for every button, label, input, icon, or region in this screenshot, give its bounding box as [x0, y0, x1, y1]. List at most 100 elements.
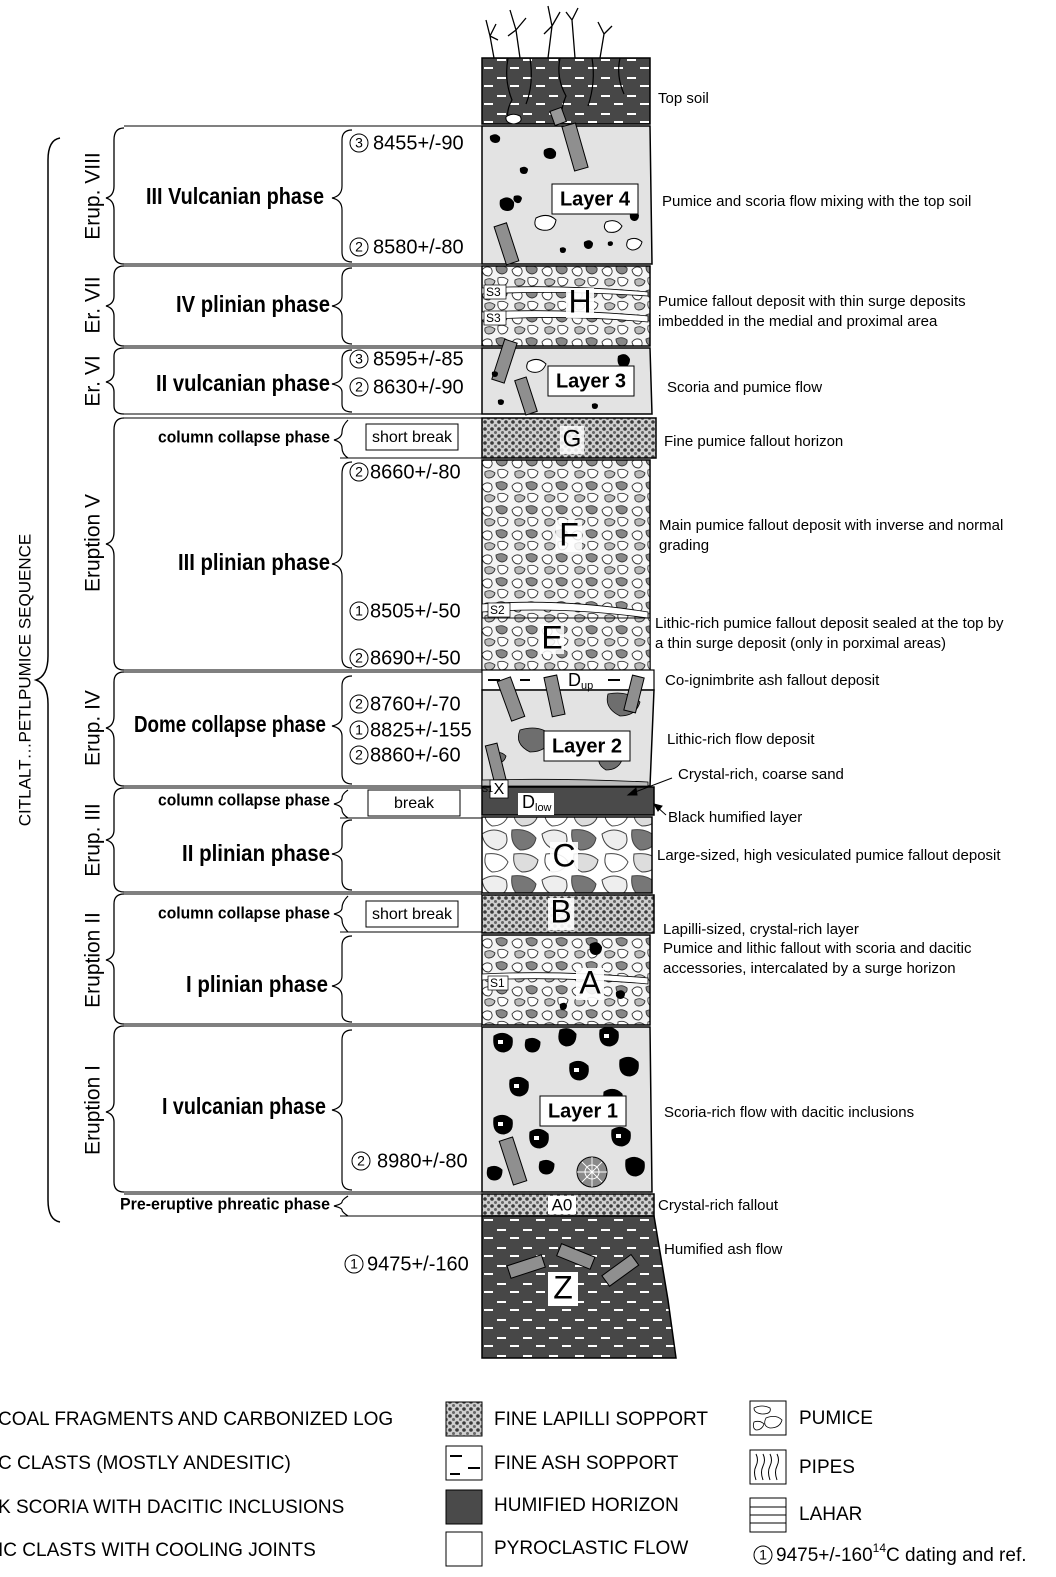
- unit-letter: H: [568, 283, 591, 319]
- surge-label: S3: [486, 285, 501, 299]
- phase-label: column collapse phase: [158, 903, 330, 922]
- date-ref: 2: [355, 464, 363, 480]
- phase-label: III plinian phase: [178, 549, 330, 575]
- legend: COAL FRAGMENTS AND CARBONIZED LOG C CLAS…: [0, 1401, 1027, 1566]
- date-value: 8760+/-70: [370, 693, 461, 715]
- date-value: 8580+/-80: [373, 236, 464, 258]
- date-value: 8860+/-60: [370, 744, 461, 766]
- phase-label: I vulcanian phase: [162, 1093, 326, 1119]
- unit-letter: G: [563, 425, 582, 452]
- description: Large-sized, high vesiculated pumice fal…: [657, 847, 1001, 864]
- eruption-label: Eruption I: [82, 1065, 105, 1155]
- legend-label: PUMICE: [799, 1408, 873, 1429]
- description: Top soil: [658, 90, 709, 107]
- date-ref: 2: [355, 650, 363, 666]
- legend-label: LAHAR: [799, 1504, 862, 1525]
- description: Pumice and scoria flow mixing with the t…: [662, 193, 971, 210]
- phase-rules: [124, 126, 482, 1216]
- eruption-label: Eruption II: [82, 912, 105, 1008]
- legend-label: COAL FRAGMENTS AND CARBONIZED LOG: [0, 1409, 393, 1430]
- unit-letter: C: [552, 837, 575, 873]
- dates: 3 8455+/-90 2 8580+/-80 3 8595+/-85 2 8630+/…: [345, 132, 472, 1275]
- description: Lithic-rich flow deposit: [667, 731, 815, 748]
- description: a thin surge deposit (only in porximal a…: [655, 635, 946, 652]
- date-value: 8630+/-90: [373, 376, 464, 398]
- date-value: 8505+/-50: [370, 600, 461, 622]
- unit-letter: A0: [552, 1195, 573, 1214]
- eruption-label: Eruption V: [82, 494, 105, 592]
- date-ref: 3: [355, 351, 363, 367]
- pipes-icon: [750, 1450, 786, 1484]
- legend-label: C CLASTS (MOSTLY ANDESITIC): [0, 1453, 291, 1474]
- dating-legend-text: 9475+/-16014C dating and ref.: [776, 1541, 1027, 1566]
- phase-label: column collapse phase: [158, 427, 330, 446]
- surge-label: S1: [490, 976, 505, 990]
- unit-letter: F: [559, 516, 579, 552]
- phase-label: III Vulcanian phase: [146, 183, 324, 209]
- break-label: break: [394, 795, 435, 812]
- unit-letter: B: [550, 893, 571, 929]
- cooling-joint-clast-icon: [577, 1157, 607, 1187]
- layer-label: Layer 1: [548, 1100, 618, 1122]
- sequence-brace: [36, 138, 60, 1222]
- phase-braces: [332, 130, 352, 1216]
- date-value: 8980+/-80: [377, 1150, 468, 1172]
- date-value: 8825+/-155: [370, 719, 472, 741]
- date-ref: 2: [355, 379, 363, 395]
- sequence-label: CITLALT…PETLPUMICE SEQUENCE: [15, 534, 34, 827]
- description: Main pumice fallout deposit with inverse…: [659, 517, 1003, 534]
- eruption-braces: [106, 128, 124, 1192]
- description: Crystal-rich, coarse sand: [678, 766, 844, 783]
- description: Fine pumice fallout horizon: [664, 433, 843, 450]
- date-ref: 1: [350, 1256, 358, 1272]
- date-ref: 1: [355, 722, 363, 738]
- fine-ash-icon: [446, 1446, 482, 1480]
- unit-letter: X: [494, 781, 505, 798]
- description: Black humified layer: [668, 809, 802, 826]
- date-value: 8455+/-90: [373, 132, 464, 154]
- date-ref: 2: [355, 696, 363, 712]
- date-value: 8595+/-85: [373, 348, 464, 370]
- dating-legend-ref: 1: [759, 1547, 767, 1563]
- pumice-icon: [750, 1401, 786, 1435]
- legend-label: HUMIFIED HORIZON: [494, 1495, 679, 1516]
- phase-label: column collapse phase: [158, 790, 330, 809]
- eruption-label: Erup. VIII: [82, 152, 105, 240]
- layer-label: Layer 4: [560, 188, 631, 210]
- description: Lapilli-sized, crystal-rich layer: [663, 921, 859, 938]
- legend-label: IC CLASTS WITH COOLING JOINTS: [0, 1540, 316, 1561]
- description: Humified ash flow: [664, 1241, 783, 1258]
- date-ref: 1: [355, 603, 363, 619]
- unit-letter: Z: [553, 1269, 573, 1305]
- description: Co-ignimbrite ash fallout deposit: [665, 672, 880, 689]
- surge-label: S2: [490, 603, 505, 617]
- description: Pumice fallout deposit with thin surge d…: [658, 293, 966, 310]
- break-label: short break: [372, 429, 453, 446]
- legend-label: FINE ASH SOPPORT: [494, 1453, 679, 1474]
- date-value: 9475+/-160: [367, 1253, 469, 1275]
- date-ref: 2: [357, 1153, 365, 1169]
- date-value: 8690+/-50: [370, 647, 461, 669]
- surge-label: S1: [482, 784, 493, 794]
- description: Scoria-rich flow with dacitic inclusions: [664, 1104, 914, 1121]
- date-ref: 3: [355, 135, 363, 151]
- unit-letter: E: [541, 619, 562, 655]
- dating-legend: 1 9475+/-16014C dating and ref.: [754, 1541, 1027, 1566]
- description: Scoria and pumice flow: [667, 379, 822, 396]
- unit-letter: A: [579, 964, 601, 1000]
- description: Crystal-rich fallout: [658, 1197, 779, 1214]
- eruption-label: Er. VI: [82, 355, 105, 406]
- phase-label: II vulcanian phase: [156, 370, 330, 396]
- eruption-label: Er. VII: [82, 276, 105, 333]
- legend-label: FINE LAPILLI SOPPORT: [494, 1409, 708, 1430]
- description: grading: [659, 537, 709, 554]
- phase-label: I plinian phase: [186, 971, 328, 997]
- legend-label: K SCORIA WITH DACITIC INCLUSIONS: [0, 1497, 344, 1518]
- layer-label: Layer 2: [552, 735, 622, 757]
- eruption-label: Erup. IV: [82, 690, 105, 766]
- phase-label: Pre-eruptive phreatic phase: [120, 1194, 330, 1213]
- break-label: short break: [372, 906, 453, 923]
- description: Pumice and lithic fallout with scoria an…: [663, 940, 972, 957]
- lahar-icon: [750, 1498, 786, 1532]
